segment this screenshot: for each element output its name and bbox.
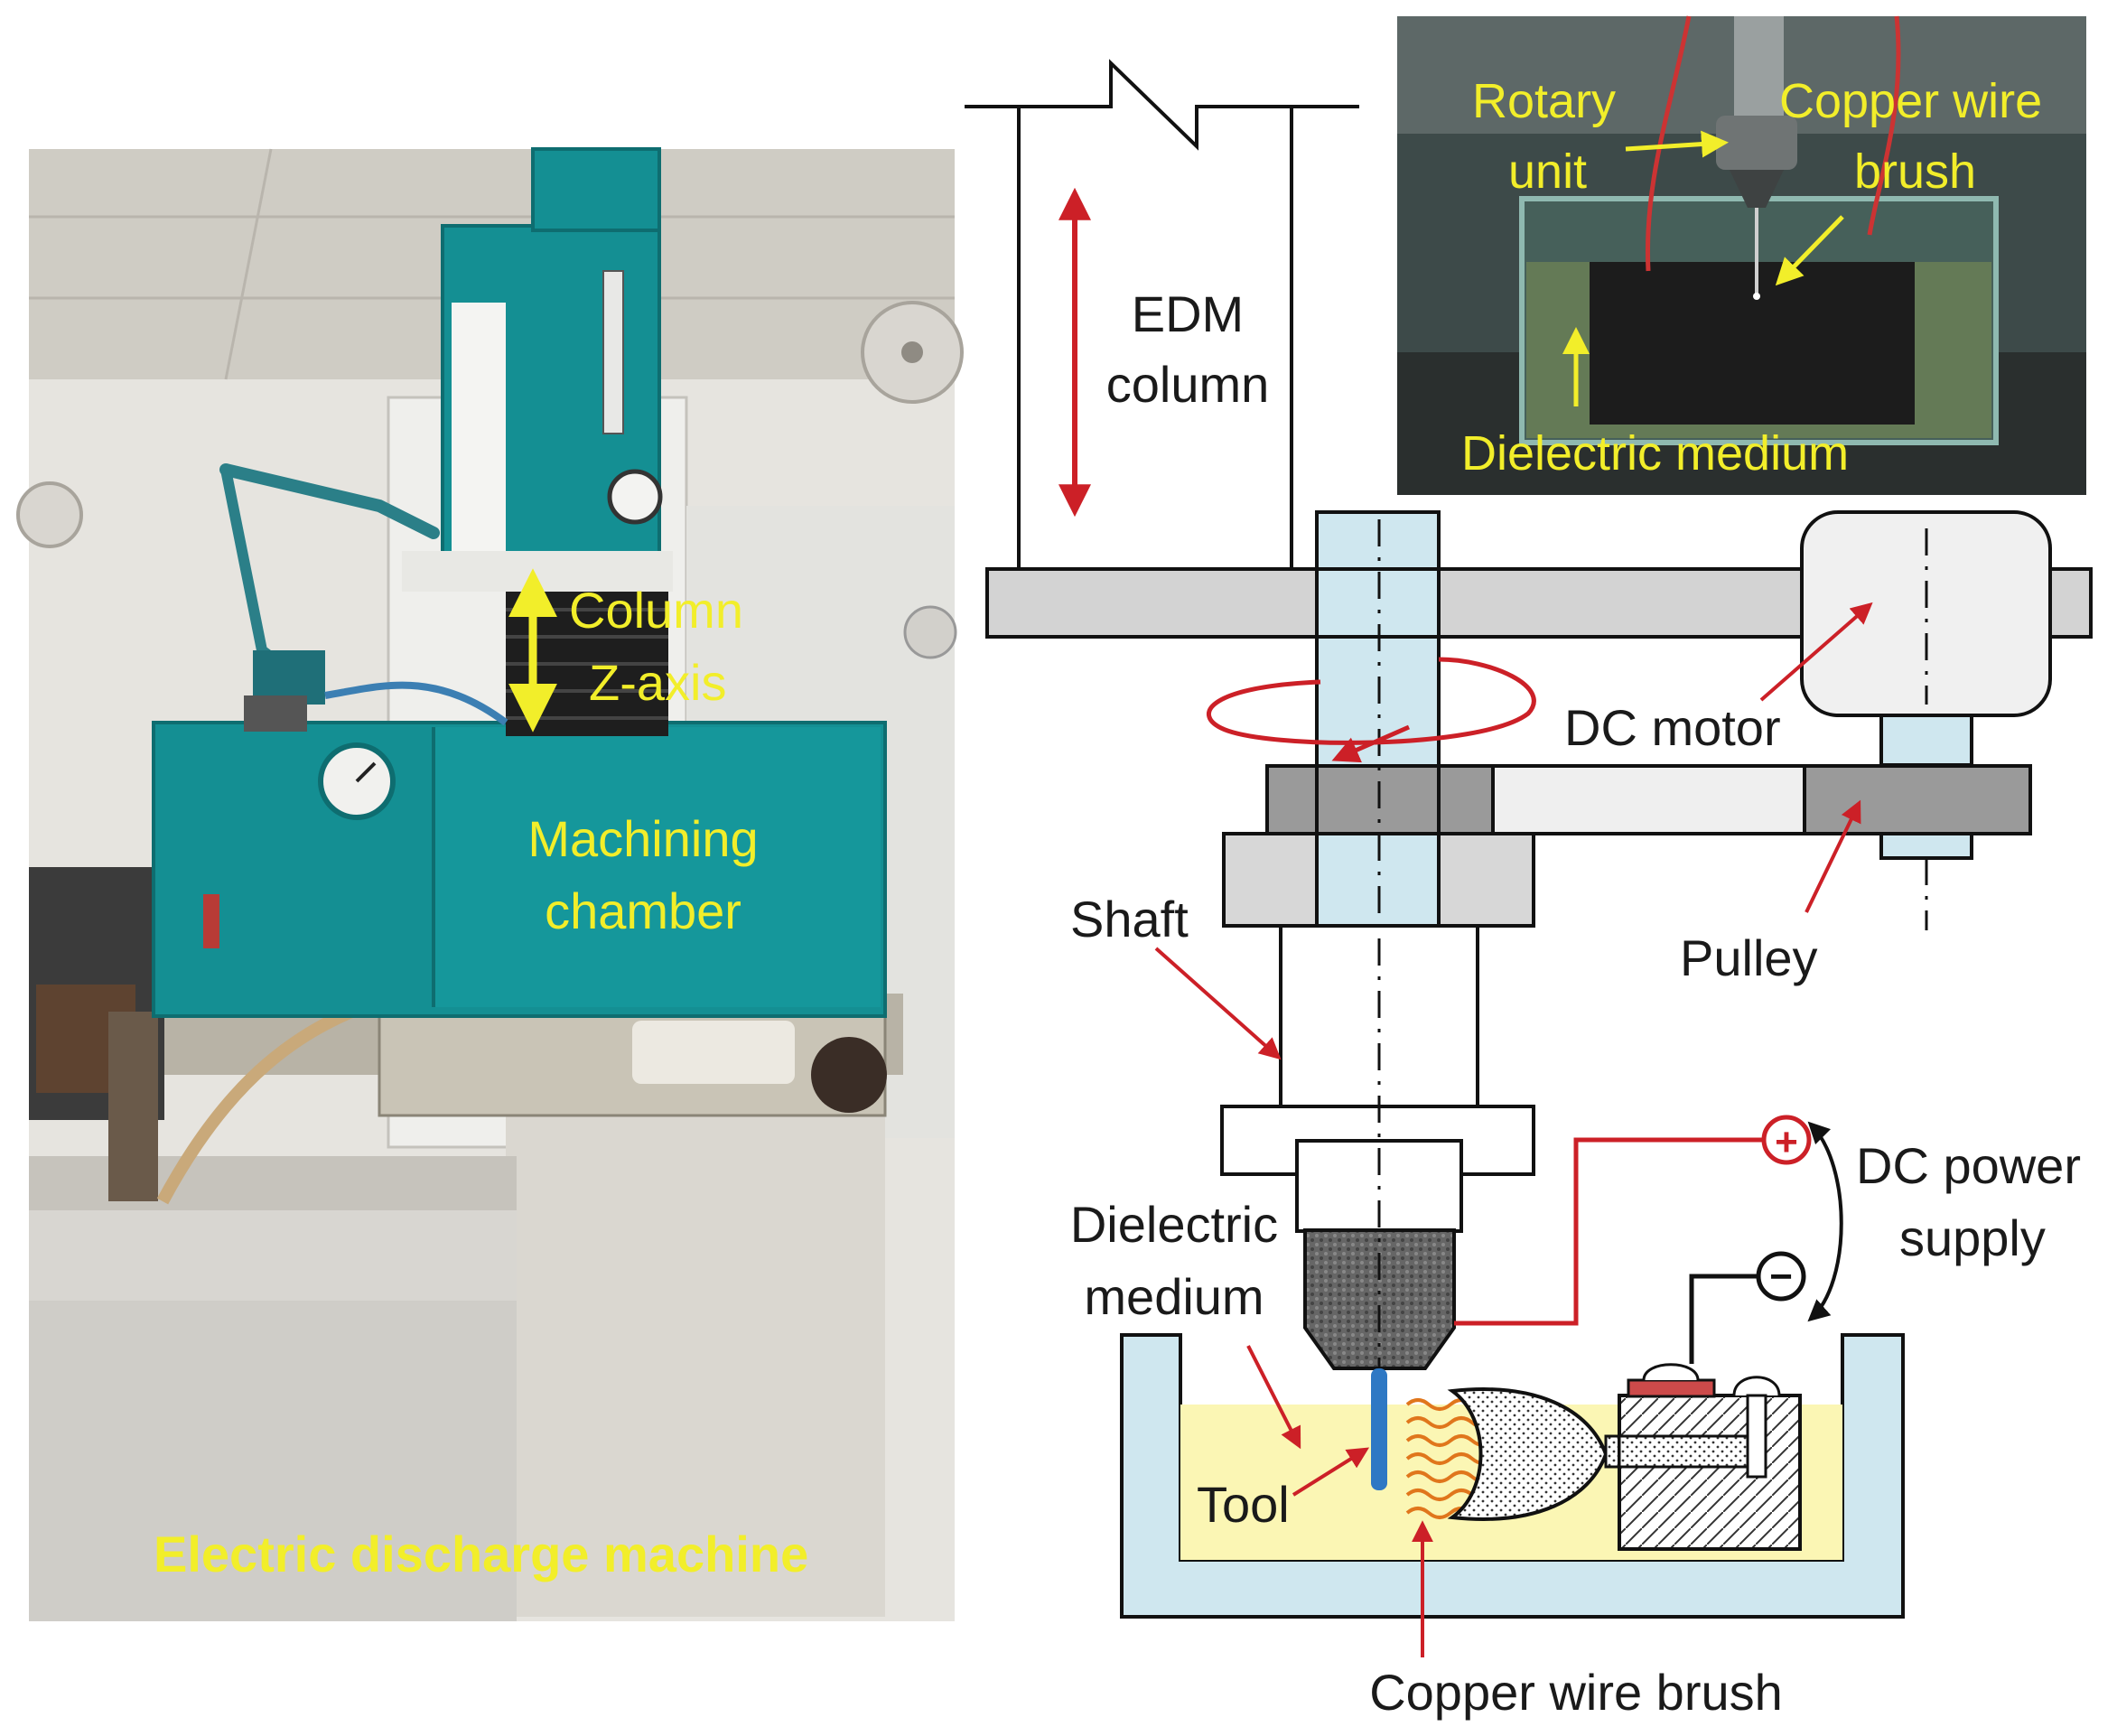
dc-power-label-2: supply	[1899, 1209, 2046, 1266]
power-arrow	[1807, 1121, 1843, 1322]
dc-motor-label: DC motor	[1564, 699, 1781, 756]
dielectric-arrow	[1246, 1345, 1301, 1450]
pulley-right	[1803, 764, 2032, 835]
dc-motor-arrow	[1759, 602, 1873, 702]
rotary-label-1: Rotary	[1472, 74, 1616, 128]
shaft-label: Shaft	[1070, 891, 1189, 947]
brush-inset-arrow	[1775, 215, 1844, 286]
tool-label: Tool	[1197, 1476, 1290, 1533]
chamber-label-2: chamber	[545, 882, 741, 939]
chamber-label-1: Machining	[527, 810, 758, 867]
brush-label: Copper wire brush	[1369, 1664, 1783, 1721]
tool-electrode	[1371, 1368, 1387, 1490]
edm-label-2: column	[1106, 356, 1270, 413]
wall-fan-icon	[861, 301, 964, 404]
brush-inset-label-2: brush	[1854, 145, 1976, 199]
fixture-block	[1618, 1394, 1802, 1551]
positive-wire	[1454, 1137, 1766, 1326]
negative-wire	[1689, 1274, 1758, 1364]
wall-fan-icon	[16, 481, 83, 548]
column-label-2: Z-axis	[589, 654, 726, 711]
dielectric-label-2: medium	[1084, 1268, 1264, 1325]
dielectric-label-1: Dielectric	[1070, 1196, 1278, 1253]
schematic: EDM column DC motor Pulley	[965, 59, 2093, 1721]
rotary-arrow	[1625, 130, 1729, 158]
pulley-arrow	[1805, 799, 1861, 913]
shaft-arrow	[1154, 947, 1282, 1060]
brush-inset-label-1: Copper wire	[1779, 74, 2042, 128]
brush-holder	[1447, 1387, 1609, 1521]
dielectric-inset-label: Dielectric medium	[1461, 426, 1849, 481]
negative-terminal-icon	[1756, 1251, 1806, 1302]
dial-gauge-icon	[607, 469, 663, 525]
column-label-1: Column	[569, 582, 743, 639]
machine-photo: Column Z-axis Machining chamber Electric…	[16, 147, 964, 1621]
chuck	[1303, 1228, 1456, 1370]
tool-arrow	[1292, 1447, 1370, 1497]
dc-power-label-1: DC power	[1856, 1137, 2081, 1194]
negative-sign: −	[1769, 1255, 1793, 1299]
pulley-label: Pulley	[1680, 929, 1818, 986]
rotary-label-2: unit	[1508, 145, 1587, 199]
edm-label-1: EDM	[1132, 285, 1244, 342]
photo-caption: Electric discharge machine	[154, 1526, 808, 1582]
column-break-line	[965, 59, 1359, 151]
positive-sign: +	[1775, 1120, 1798, 1164]
inset-photo: Rotary unit Copper wire brush Dielectric…	[1397, 15, 2086, 495]
